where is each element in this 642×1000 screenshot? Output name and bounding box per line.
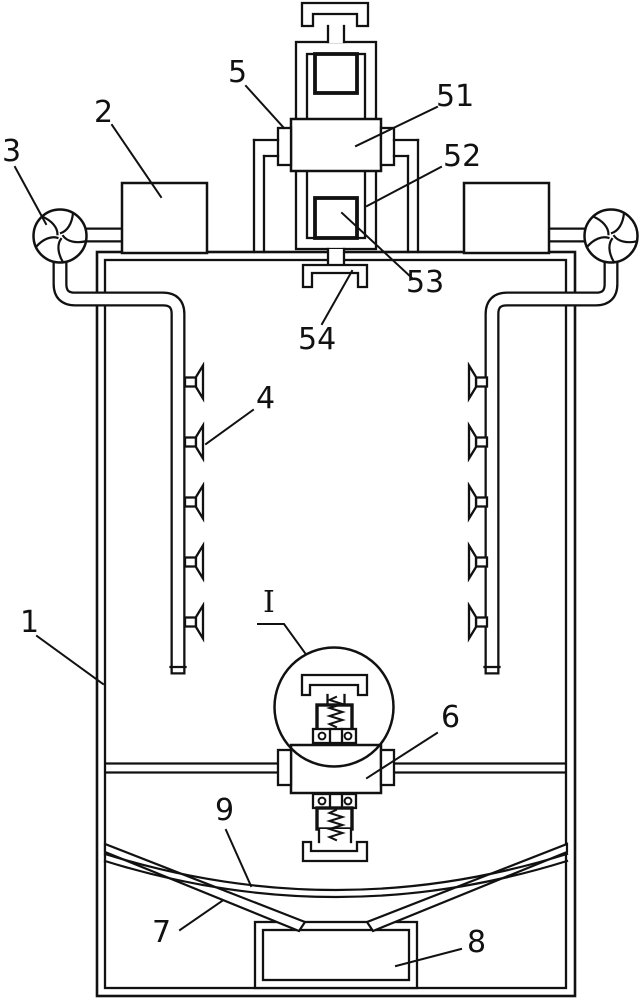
leader-I	[257, 623, 307, 655]
upper-bracket	[300, 673, 369, 697]
top-stem	[326, 24, 346, 44]
support-leg-left	[252, 138, 280, 254]
part-label-1: 1	[20, 605, 40, 640]
leader-54	[320, 269, 354, 326]
fan-blower-left	[32, 208, 88, 264]
leader-8	[394, 947, 463, 968]
central-mechanism	[276, 673, 396, 863]
hanger-bracket-54	[301, 263, 369, 289]
clamp-tab-left	[276, 126, 293, 167]
part-label-I: I	[263, 585, 275, 620]
lower-foot-bracket	[301, 840, 369, 863]
nozzle	[183, 481, 205, 523]
leader-52	[365, 165, 443, 208]
leader-51	[354, 105, 439, 148]
tank-vessel	[95, 250, 577, 998]
chute-plate-left	[103, 842, 307, 933]
bottom-section	[103, 842, 569, 990]
lower-slide-block-53	[313, 196, 359, 240]
lid-stem	[326, 247, 346, 267]
nozzle	[183, 601, 205, 643]
lid-box-right	[462, 181, 551, 255]
lower-roller-row	[311, 792, 358, 810]
nozzle	[467, 421, 489, 463]
lid-box-left	[120, 181, 209, 255]
upper-roller-row	[311, 727, 358, 745]
part-label-3: 3	[2, 134, 22, 169]
clamp-tab-right	[379, 126, 396, 167]
left-nozzle-array	[183, 361, 205, 643]
leader-6	[365, 731, 439, 780]
leader-2	[110, 123, 163, 199]
leader-7	[178, 899, 224, 932]
support-leg-right	[392, 138, 420, 254]
part-label-9: 9	[215, 793, 235, 828]
part-label-4: 4	[256, 381, 276, 416]
nozzle	[467, 361, 489, 403]
right-feed-pipe	[483, 227, 619, 675]
collection-box-8-inner	[261, 928, 411, 982]
top-mechanism	[252, 1, 420, 289]
detail-circle-I	[273, 646, 395, 768]
leader-53	[340, 211, 414, 280]
nozzle	[183, 361, 205, 403]
leader-9	[224, 828, 253, 888]
nozzle	[467, 601, 489, 643]
leader-lines	[13, 84, 463, 968]
curved-screen-9-bottom	[103, 859, 569, 899]
lower-spring	[326, 808, 346, 842]
fan-blower-right	[583, 208, 639, 264]
upper-spring	[326, 695, 346, 729]
leader-3	[13, 165, 48, 226]
nozzle	[467, 541, 489, 583]
nozzle	[183, 541, 205, 583]
part-label-54: 54	[298, 322, 337, 357]
clamp-block-6	[289, 743, 383, 795]
leader-4	[204, 408, 255, 446]
partition-shelf	[104, 762, 567, 774]
block6-tab-right	[379, 748, 396, 787]
right-nozzle-array	[467, 361, 489, 643]
block6-tab-left	[276, 748, 293, 787]
part-label-7: 7	[152, 915, 172, 950]
part-label-51: 51	[436, 79, 475, 114]
part-label-53: 53	[406, 265, 445, 300]
part-label-52: 52	[443, 139, 482, 174]
leader-1	[35, 634, 105, 686]
nozzle	[183, 421, 205, 463]
leader-5	[244, 84, 286, 130]
upper-slide-block	[313, 52, 359, 95]
part-label-6: 6	[441, 700, 461, 735]
part-label-5: 5	[228, 55, 248, 90]
chute-plate-right	[365, 842, 569, 933]
clamp-block-51	[289, 117, 383, 173]
top-clamp-bracket	[300, 1, 370, 28]
left-feed-pipe	[52, 227, 187, 675]
part-label-2: 2	[94, 95, 114, 130]
nozzle	[467, 481, 489, 523]
part-label-8: 8	[467, 925, 487, 960]
curved-screen-9-top	[103, 852, 569, 892]
